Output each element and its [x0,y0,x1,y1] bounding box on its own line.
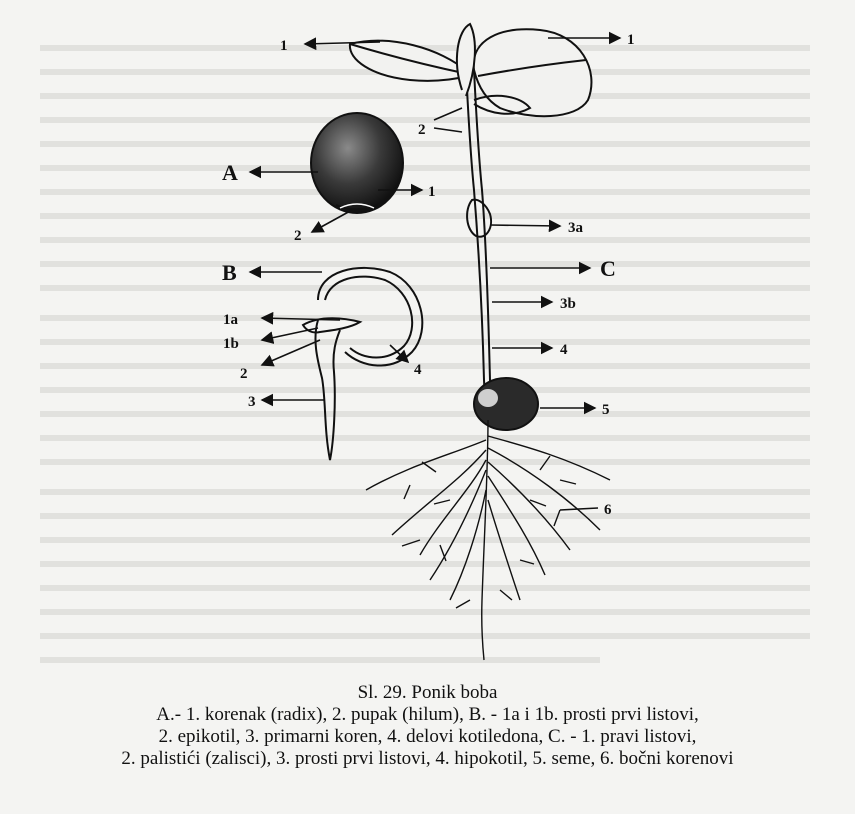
seed-a-illustration [311,113,403,213]
label-b1b: 1b [223,336,239,352]
caption-line-2: 2. epikotil, 3. primarni koren, 4. delov… [0,726,855,747]
label-b: B [222,260,237,285]
caption-title: Sl. 29. Ponik boba [0,682,855,703]
label-c3b: 3b [560,296,576,312]
label-a2: 2 [294,228,302,244]
label-b3: 3 [248,394,256,410]
caption-line-3: 2. palistići (zalisci), 3. prosti prvi l… [0,748,855,769]
label-c6: 6 [604,502,612,518]
background-text-lines [40,48,810,660]
label-c1-right: 1 [627,32,635,48]
pointer-b1b [262,328,318,340]
pointer-c6 [560,508,598,510]
label-b2: 2 [240,366,248,382]
label-a: A [222,160,238,185]
pointer-c2-b [434,128,462,132]
label-b1a: 1a [223,312,239,328]
caption-line-1: A.- 1. korenak (radix), 2. pupak (hilum)… [0,704,855,725]
label-c1-left: 1 [280,38,288,54]
seedling-c-illustration [350,24,592,430]
label-a1: 1 [428,184,436,200]
label-c2: 2 [418,122,426,138]
label-c4: 4 [560,342,568,358]
pointer-c3a [490,225,560,226]
label-c5: 5 [602,402,610,418]
label-c: C [600,256,616,281]
label-b4: 4 [414,362,422,378]
label-c3a: 3a [568,220,584,236]
